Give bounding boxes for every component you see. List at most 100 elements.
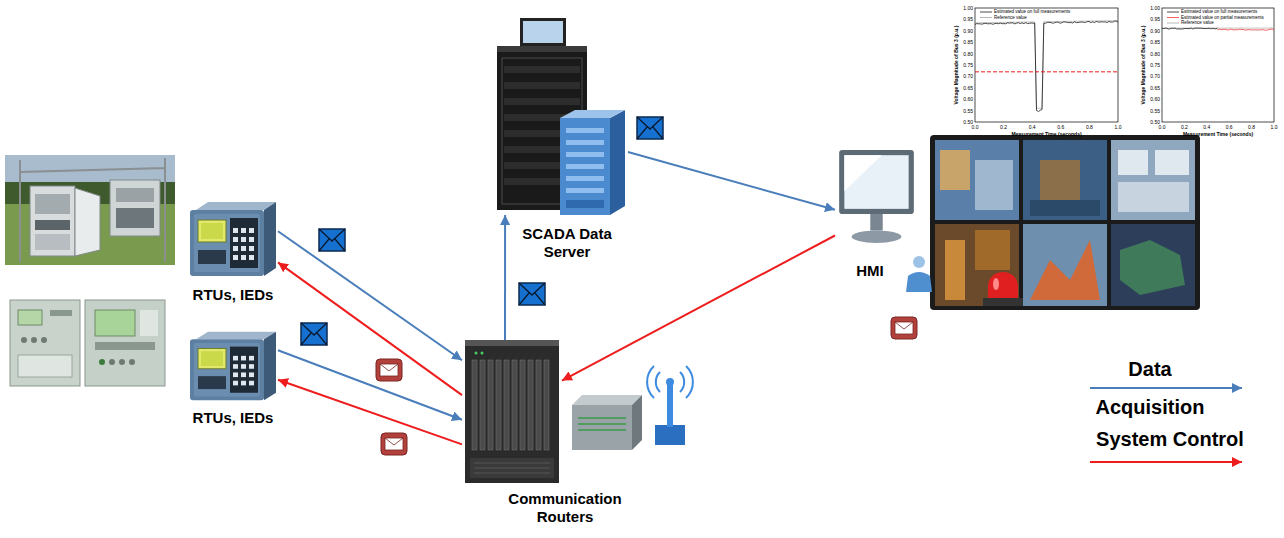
message-icon xyxy=(319,229,345,251)
relay-photo xyxy=(99,359,105,365)
chart-text: 0.65 xyxy=(958,85,973,91)
server-icon xyxy=(560,118,610,215)
router-icon xyxy=(475,352,478,355)
message-icon xyxy=(637,117,663,139)
node-label: RTUs, IEDs xyxy=(178,409,288,427)
node-label: Communication Routers xyxy=(500,490,630,526)
rtu-device xyxy=(201,351,223,366)
chart-text: 1.0 xyxy=(1110,124,1126,130)
router-icon xyxy=(462,340,562,485)
radio-device xyxy=(632,395,642,450)
rtu-device xyxy=(264,202,276,276)
connector-arrow xyxy=(278,262,462,395)
rtu-device xyxy=(194,214,260,272)
control-room-screens xyxy=(1120,240,1185,295)
chart-text: 0.2 xyxy=(996,124,1012,130)
relay-photo xyxy=(109,359,115,365)
chart-text: 0.4 xyxy=(1024,124,1040,130)
cabinet-photo xyxy=(35,194,70,214)
server-icon xyxy=(566,200,604,208)
chart-text: 0.2 xyxy=(1176,124,1192,130)
chart-text: 0.60 xyxy=(958,96,973,102)
rtu-device xyxy=(198,220,226,242)
chart-line xyxy=(975,12,1274,112)
rtu-device xyxy=(249,372,254,377)
chart-text: 0.0 xyxy=(1154,124,1170,130)
relay-photo xyxy=(21,337,27,343)
chart-text: 0.85 xyxy=(958,39,973,45)
server-icon xyxy=(566,128,604,133)
cabinet-photo xyxy=(5,155,175,265)
chart-text: 0.75 xyxy=(958,62,973,68)
rtu-device xyxy=(233,255,238,260)
chart-text: 0.75 xyxy=(1145,62,1160,68)
radio-device xyxy=(647,366,693,398)
rtu-device xyxy=(249,237,254,242)
chart-text: Estimated value on full measurements xyxy=(1181,9,1284,15)
control-room-screens xyxy=(935,224,1019,306)
chart-text: 0.8 xyxy=(1081,124,1097,130)
axis-title: Voltage Magnitude of Bus 3 (p.u.) xyxy=(1140,5,1146,125)
chart-text: 0.70 xyxy=(1145,73,1160,79)
rtu-device xyxy=(233,364,238,369)
rtu-device xyxy=(188,330,278,402)
chart-text: 1.00 xyxy=(958,5,973,11)
axis-title: Voltage Magnitude of Bus 3 (p.u.) xyxy=(953,5,959,125)
rtu-device xyxy=(194,343,260,397)
cabinet-photo xyxy=(75,188,100,256)
server-icon xyxy=(504,82,580,89)
cabinet-photo xyxy=(116,208,154,228)
rtu-device xyxy=(198,376,226,389)
control-room-screens xyxy=(1040,160,1080,200)
rtu-device xyxy=(241,246,246,251)
rtu-device xyxy=(241,228,246,233)
relay-photo xyxy=(95,342,155,350)
router-icon xyxy=(472,360,477,450)
cabinet-photo xyxy=(35,220,70,230)
rtu-device xyxy=(230,218,258,268)
radio-device xyxy=(572,395,642,405)
radio-device xyxy=(666,378,674,386)
control-room-screens xyxy=(1118,150,1148,175)
rtu-device xyxy=(241,372,246,377)
relay-photo xyxy=(85,300,165,386)
rtu-device: RTUs, IEDs xyxy=(188,330,278,402)
chart-text: Estimated value on partial measurements xyxy=(1181,15,1284,21)
radio-device xyxy=(667,382,673,427)
router-icon xyxy=(536,360,541,450)
control-room-screens xyxy=(1155,150,1189,175)
relay-photo xyxy=(10,300,80,386)
chart-text: 0.85 xyxy=(1145,39,1160,45)
control-room-screens xyxy=(1118,182,1189,212)
legend-arrow xyxy=(1090,461,1242,463)
legend-text: System Control xyxy=(1080,428,1260,450)
connector-arrow xyxy=(278,231,462,360)
rtu-device xyxy=(233,356,238,361)
chart-line xyxy=(975,71,1118,72)
alarm-light xyxy=(988,272,1018,298)
server-icon xyxy=(504,98,580,105)
server-icon xyxy=(504,66,580,73)
connector-arrow xyxy=(278,380,462,445)
rtu-device xyxy=(233,246,238,251)
control-room-screens xyxy=(1111,140,1195,220)
cabinet-photo xyxy=(116,188,154,202)
hmi-monitor xyxy=(870,214,882,231)
control-room-screens xyxy=(975,230,1010,270)
legend-arrow xyxy=(1090,387,1242,389)
chart-text: 0.80 xyxy=(1145,51,1160,57)
message-icon xyxy=(376,359,402,381)
operator-figure xyxy=(906,256,932,292)
rtu-device xyxy=(241,255,246,260)
rtu-device xyxy=(230,347,258,393)
message-icon xyxy=(381,433,407,455)
hmi-monitor xyxy=(839,150,914,214)
radio-device xyxy=(572,405,632,450)
chart-text: 0.70 xyxy=(958,73,973,79)
rtu-device xyxy=(190,339,264,400)
chart-text: 0.50 xyxy=(1145,119,1160,125)
router-icon xyxy=(465,346,559,483)
chart-frame xyxy=(1162,8,1274,122)
chart-text: 0.95 xyxy=(1145,16,1160,22)
server-icon: SCADA Data Server xyxy=(492,18,628,215)
